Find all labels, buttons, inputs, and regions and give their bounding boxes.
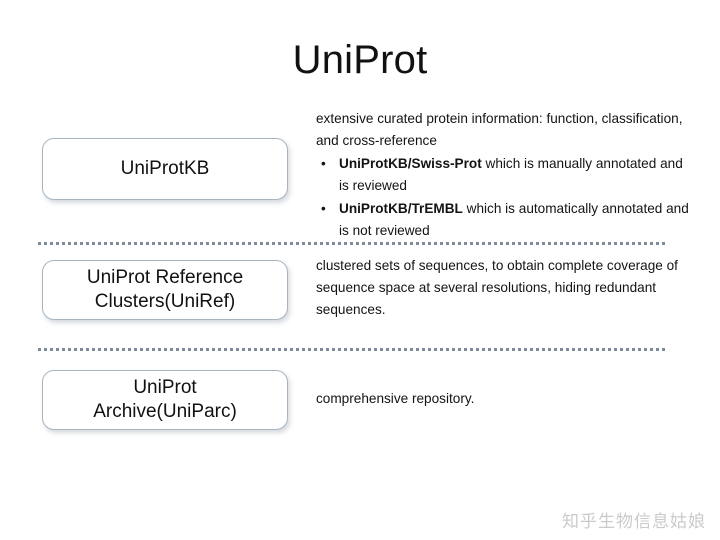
entity-box-label: UniProtKB: [120, 158, 210, 180]
entity-box-uniprotkb[interactable]: UniProtKB: [42, 138, 288, 200]
bullet-icon: •: [321, 201, 326, 217]
entity-box-label: UniProt Archive(UniParc): [93, 376, 237, 424]
entity-box-label-line2: Archive(UniParc): [93, 401, 237, 422]
entity-box-label: UniProt Reference Clusters(UniRef): [87, 266, 243, 314]
entity-box-uniparc[interactable]: UniProt Archive(UniParc): [42, 370, 288, 430]
description-intro: extensive curated protein information: f…: [316, 111, 683, 149]
bullet-icon: •: [321, 156, 326, 172]
watermark: 知乎生物信息姑娘: [562, 512, 706, 532]
section-uniprotkb: UniProtKB extensive curated protein info…: [0, 100, 720, 238]
entity-box-label-line1: UniProt: [133, 377, 197, 399]
description-uniparc: comprehensive repository.: [316, 388, 692, 410]
section-uniparc: UniProt Archive(UniParc) comprehensive r…: [0, 360, 720, 440]
description-intro: clustered sets of sequences, to obtain c…: [316, 258, 678, 318]
bullet-term: UniProtKB/Swiss-Prot: [339, 156, 482, 172]
section-divider: [38, 348, 668, 351]
bullet-text: which is automatically annotated and is …: [339, 201, 689, 239]
entity-box-uniref[interactable]: UniProt Reference Clusters(UniRef): [42, 260, 288, 320]
bullet-text: which is manually annotated and is revie…: [339, 156, 683, 194]
section-divider: [38, 242, 668, 245]
description-uniref: clustered sets of sequences, to obtain c…: [316, 255, 692, 321]
entity-box-label-line1: UniProt Reference: [86, 267, 244, 289]
description-uniprotkb: extensive curated protein information: f…: [316, 108, 692, 242]
list-item: • UniProtKB/TrEMBL which is automatically…: [316, 198, 692, 242]
section-uniref: UniProt Reference Clusters(UniRef) clust…: [0, 250, 720, 340]
entity-box-label-line2: Clusters(UniRef): [94, 291, 236, 312]
page-title: UniProt: [292, 38, 428, 82]
list-item: • UniProtKB/Swiss-Prot which is manually …: [316, 153, 692, 197]
bullet-list-uniprotkb: • UniProtKB/Swiss-Prot which is manually …: [316, 153, 692, 242]
bullet-term: UniProtKB/TrEMBL: [339, 201, 463, 217]
description-intro: comprehensive repository.: [316, 391, 475, 406]
